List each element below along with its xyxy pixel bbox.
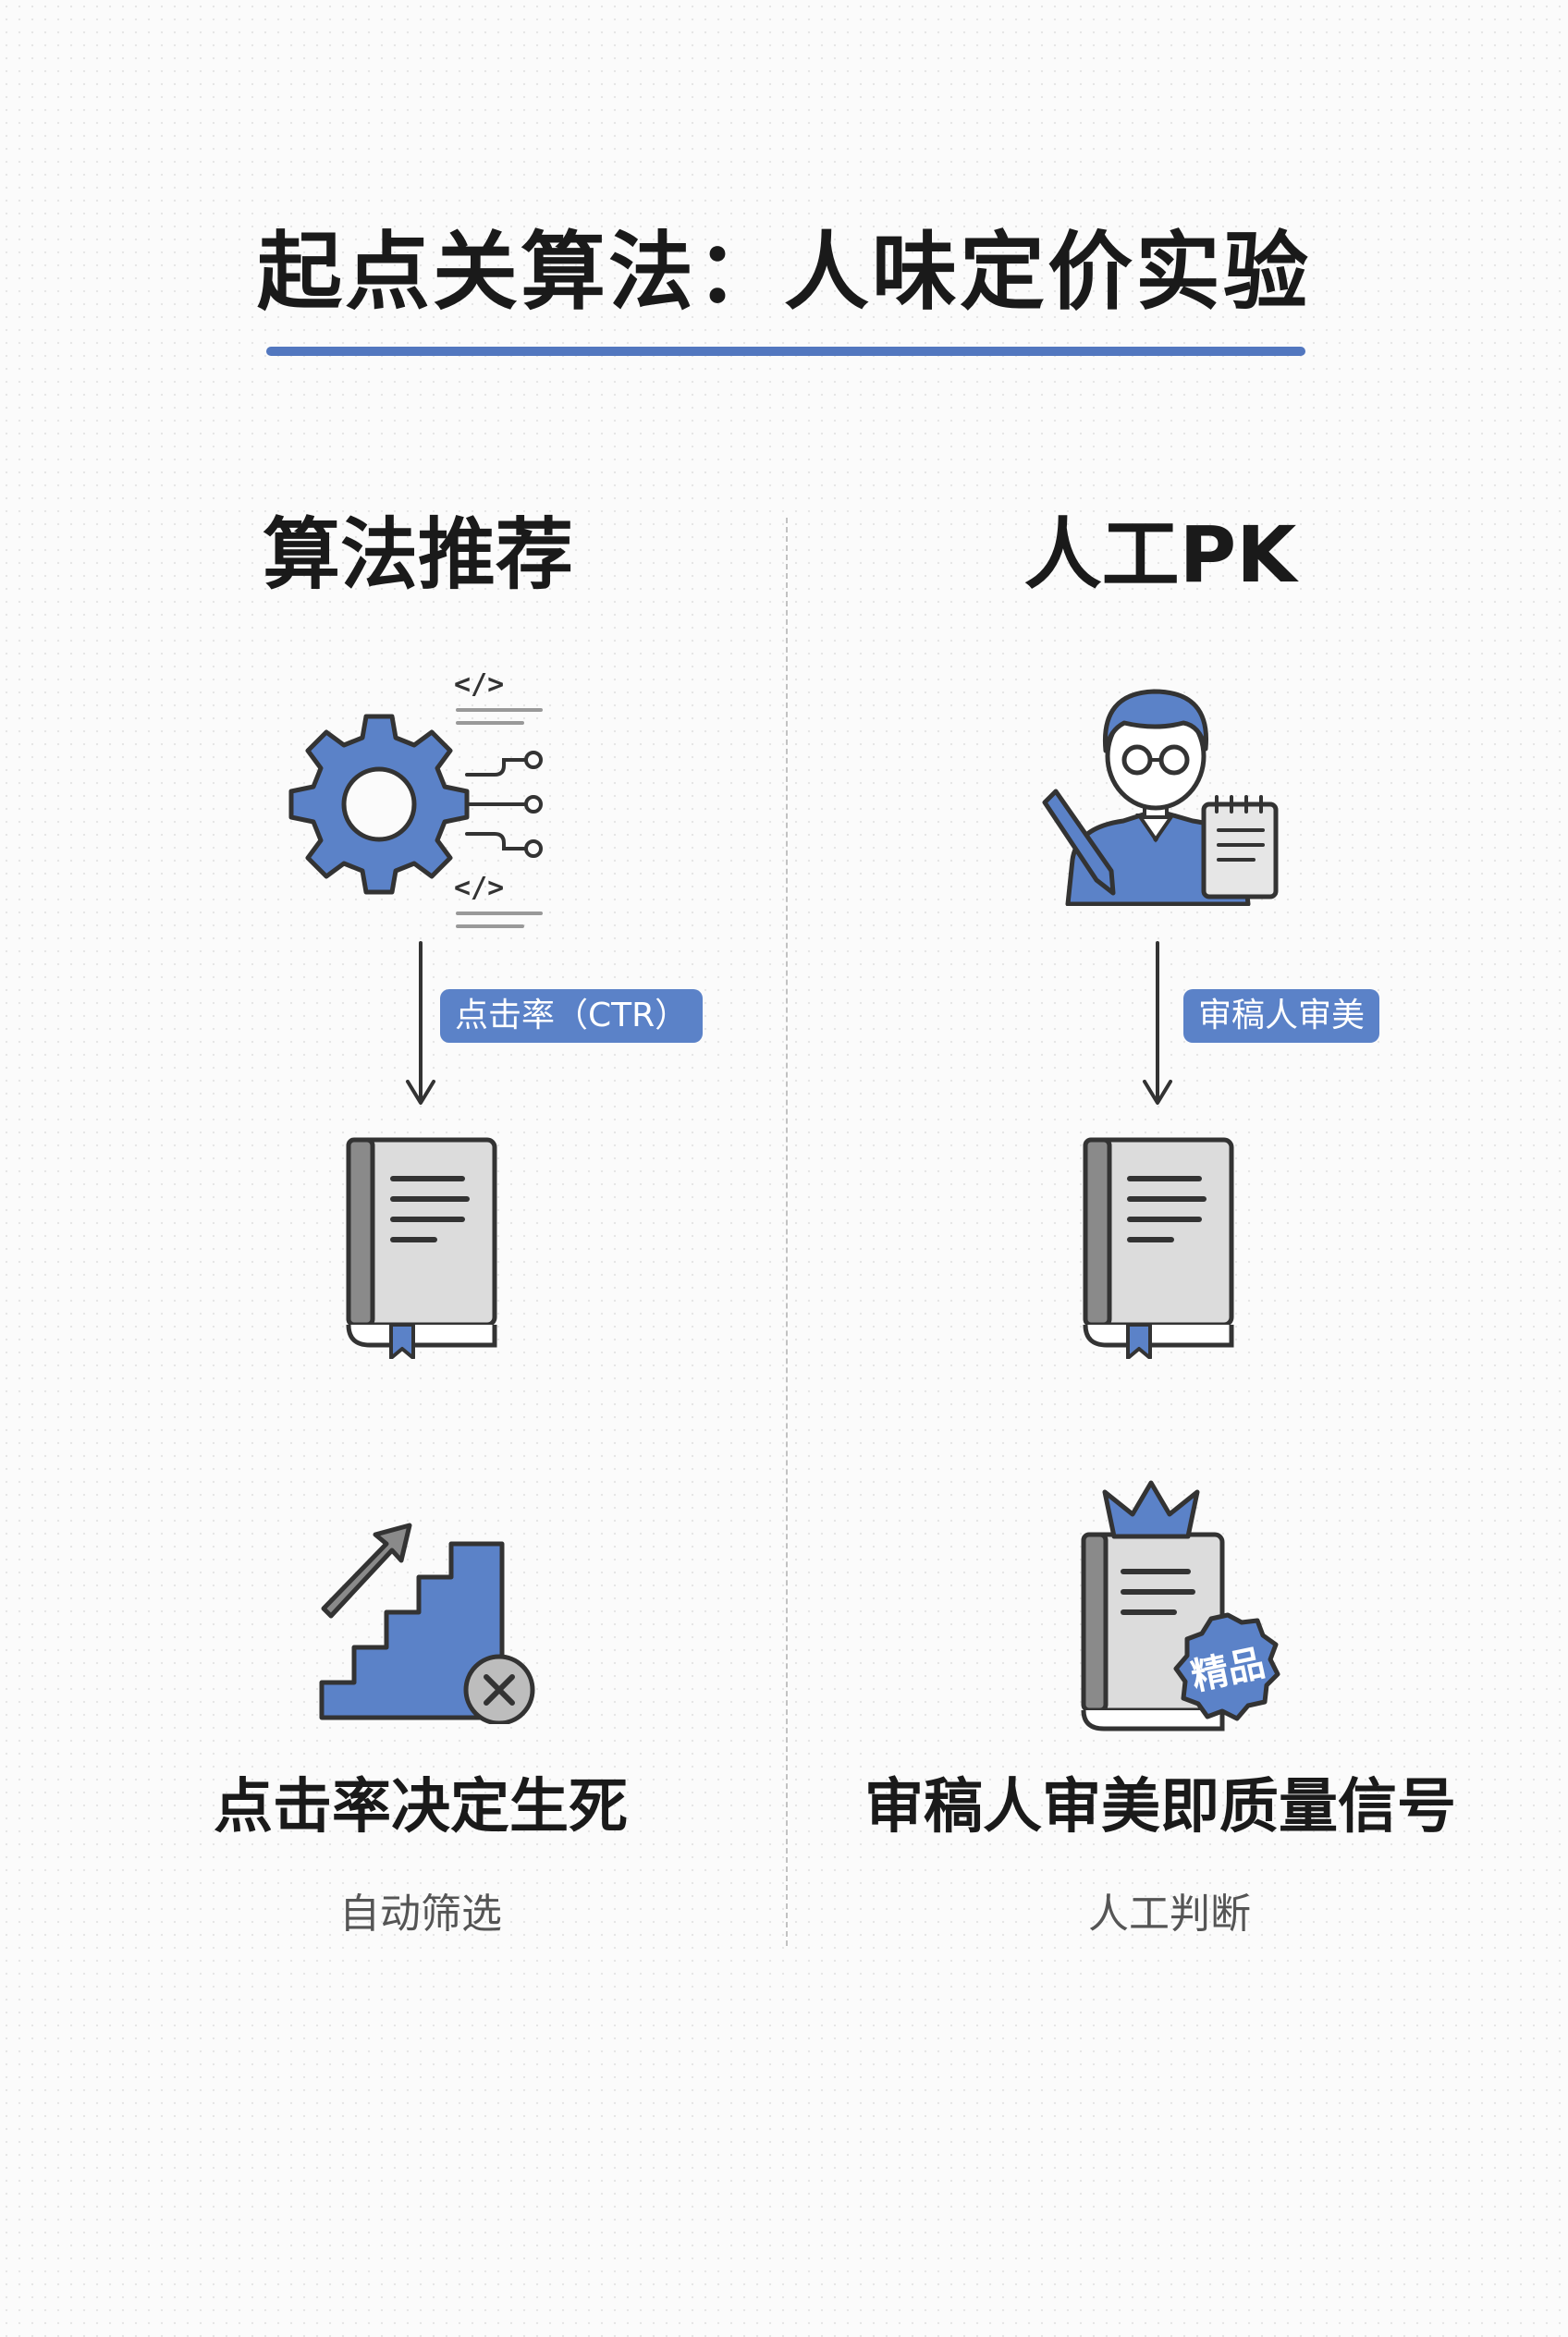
flow-arrow-down [406, 941, 435, 1105]
left-subcaption: 自动筛选 [339, 1890, 502, 1938]
gear-code-network-icon: </> </> [288, 668, 543, 928]
edge-label-ctr: 点击率（CTR） [440, 989, 704, 1043]
title-underline [266, 347, 1305, 356]
crowned-book-badge-icon: 精品 [1081, 1480, 1280, 1731]
right-caption: 审稿人审美即质量信号 [864, 1773, 1456, 1841]
svg-text:</>: </> [454, 668, 504, 701]
column-divider [786, 518, 788, 1946]
flow-arrow-down [1143, 941, 1172, 1105]
stairs-arrow-reject-icon [319, 1523, 535, 1724]
right-column-heading: 人工PK [1023, 509, 1297, 600]
edge-label-reviewer-taste: 审稿人审美 [1183, 989, 1380, 1043]
left-column-heading: 算法推荐 [262, 509, 573, 600]
editor-with-pen-notepad-icon [1042, 689, 1279, 906]
book-icon [346, 1137, 497, 1359]
right-subcaption: 人工判断 [1088, 1890, 1251, 1938]
svg-text:</>: </> [454, 872, 504, 904]
left-caption: 点击率决定生死 [214, 1773, 628, 1841]
page-title: 起点关算法：人味定价实验 [256, 223, 1311, 322]
book-icon [1083, 1137, 1234, 1359]
